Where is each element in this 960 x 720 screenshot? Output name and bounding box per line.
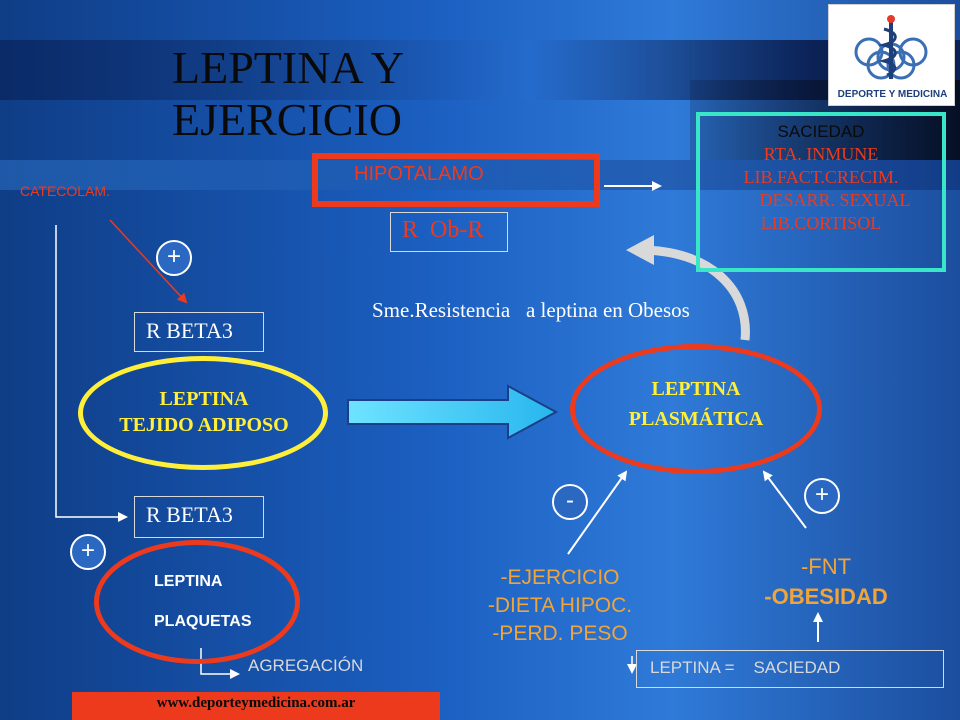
ejercicio-list: -EJERCICIO -DIETA HIPOC. -PERD. PESO [440, 564, 680, 648]
arrow-catecolam-rbeta3 [109, 219, 188, 304]
r-beta3-top-label: R BETA3 [146, 318, 233, 343]
logo: DEPORTE Y MEDICINA [828, 4, 955, 106]
logo-caption: DEPORTE Y MEDICINA [837, 89, 948, 100]
saciedad-list: SACIEDAD RTA. INMUNE LIB.FACT.CRECIM. DE… [700, 120, 942, 235]
r-beta3-top-box [134, 312, 264, 352]
ejercicio-line-3: -PERD. PESO [492, 622, 628, 645]
leptina-plasmatica-ellipse [570, 344, 822, 474]
leptina-tejido-line-1: LEPTINA [159, 388, 249, 410]
leptina-plaquetas-line-1: LEPTINA [154, 573, 223, 590]
leptina-plaquetas-ellipse [94, 540, 300, 664]
caduceus-rings-icon [854, 15, 928, 80]
background-band-mid [0, 160, 960, 190]
title-line-1: LEPTINA Y [172, 42, 405, 93]
hipotalamo-box [312, 153, 600, 207]
saciedad-line-4: DESARR. SEXUAL [759, 190, 911, 210]
fnt-line-2: -OBESIDAD [764, 584, 888, 609]
fnt-list: -FNT -OBESIDAD [726, 552, 926, 612]
leptina-tejido-label: LEPTINA TEJIDO ADIPOSO [80, 386, 328, 438]
leptina-saciedad-box [636, 650, 944, 688]
saciedad-line-3: LIB.FACT.CRECIM. [743, 167, 899, 187]
saciedad-line-5: LIB.CORTISOL [760, 213, 882, 233]
footer-bar [72, 692, 440, 720]
page-title: LEPTINA Y EJERCICIO [172, 42, 404, 146]
line-catecolam-bracket [55, 225, 128, 522]
leptina-plasmatica-line-1: LEPTINA [651, 378, 741, 400]
agregacion-label: AGREGACIÓN [248, 656, 364, 675]
leptina-plasmatica-line-2: PLASMÁTICA [628, 408, 764, 430]
title-line-2: EJERCICIO [172, 94, 402, 145]
receptor-ob-r-label: R Ob-R [402, 217, 484, 243]
minus-sign: - [552, 484, 588, 520]
fnt-line-1: -FNT [800, 554, 852, 579]
arrow-fnt-plasmatica [762, 470, 807, 529]
leptina-tejido-ellipse [78, 356, 328, 470]
plus-sign-left: + [70, 534, 106, 570]
leptina-plaquetas-label: LEPTINA PLAQUETAS [154, 562, 251, 642]
leptina-plasmatica-label: LEPTINA PLASMÁTICA [570, 374, 822, 434]
arrow-resistance-curve [626, 235, 750, 341]
saciedad-line-1: SACIEDAD [777, 122, 865, 141]
receptor-ob-r-box [390, 212, 508, 252]
arrow-ejercicio-plasmatica [567, 470, 628, 555]
leptina-plaquetas-line-2: PLAQUETAS [154, 613, 252, 630]
footer-url[interactable]: www.deporteymedicina.com.ar [156, 695, 356, 711]
arrow-tejido-plasmatica [347, 384, 559, 440]
leptina-saciedad-label: LEPTINA = SACIEDAD [650, 658, 841, 677]
r-beta3-bottom-box [134, 496, 264, 538]
leptina-tejido-line-2: TEJIDO ADIPOSO [119, 414, 289, 436]
catecolam-label: CATECOLAM. [20, 183, 110, 199]
plus-sign-top: + [156, 240, 192, 276]
saciedad-line-2: RTA. INMUNE [763, 144, 879, 164]
saciedad-box [696, 112, 946, 272]
hipotalamo-label: HIPOTALAMO [354, 163, 484, 185]
ejercicio-line-1: -EJERCICIO [500, 566, 620, 589]
r-beta3-bottom-label: R BETA3 [146, 502, 233, 527]
plus-sign-right: + [804, 478, 840, 514]
resistencia-label: Sme.Resistencia a leptina en Obesos [372, 298, 690, 322]
ejercicio-line-2: -DIETA HIPOC. [487, 594, 633, 617]
